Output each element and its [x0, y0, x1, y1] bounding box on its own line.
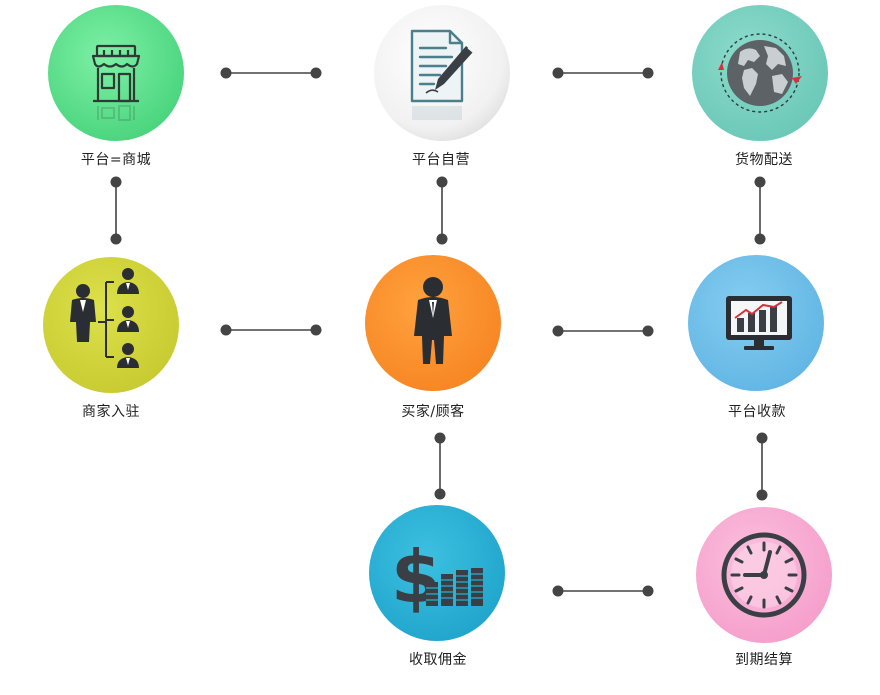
node-settlement: [696, 507, 832, 643]
label-self-operated: 平台自营: [412, 152, 470, 168]
node-buyer: [365, 255, 501, 391]
node-shop: [48, 5, 184, 141]
dollar-coins-icon: $: [391, 535, 483, 619]
label-settlement: 到期结算: [735, 652, 793, 668]
connector-shop-to-self: [220, 67, 322, 79]
label-payment: 平台收款: [728, 404, 786, 420]
node-self-operated: [374, 5, 510, 141]
label-merchant: 商家入驻: [82, 404, 140, 420]
label-shipping: 货物配送: [735, 152, 793, 168]
storefront-icon: [91, 44, 141, 103]
monitor-chart-icon: [726, 296, 792, 350]
globe-icon: [718, 33, 802, 113]
label-buyer: 买家/顾客: [401, 404, 465, 420]
connector-payment-to-settlement: [756, 432, 768, 501]
connector-shipping-to-payment: [754, 176, 766, 245]
connector-self-to-shipping: [552, 67, 654, 79]
connector-buyer-to-commission: [434, 432, 446, 500]
label-shop: 平台=商城: [80, 152, 152, 168]
connector-shop-to-merchant: [110, 176, 122, 245]
node-shipping: [692, 5, 828, 141]
svg-text:$: $: [391, 535, 441, 619]
label-commission: 收取佣金: [409, 652, 467, 668]
node-payment: [688, 255, 824, 391]
node-commission: $: [369, 505, 505, 641]
connector-commission-to-settlement: [552, 585, 654, 597]
connector-self-to-buyer: [436, 176, 448, 245]
connector-buyer-to-payment: [552, 325, 654, 337]
person-icon: [414, 277, 452, 364]
node-merchant: [43, 257, 179, 393]
connector-merchant-to-buyer: [220, 324, 322, 336]
org-chart-icon: [70, 268, 139, 368]
document-pen-icon: [410, 29, 475, 103]
clock-icon: [721, 532, 807, 618]
